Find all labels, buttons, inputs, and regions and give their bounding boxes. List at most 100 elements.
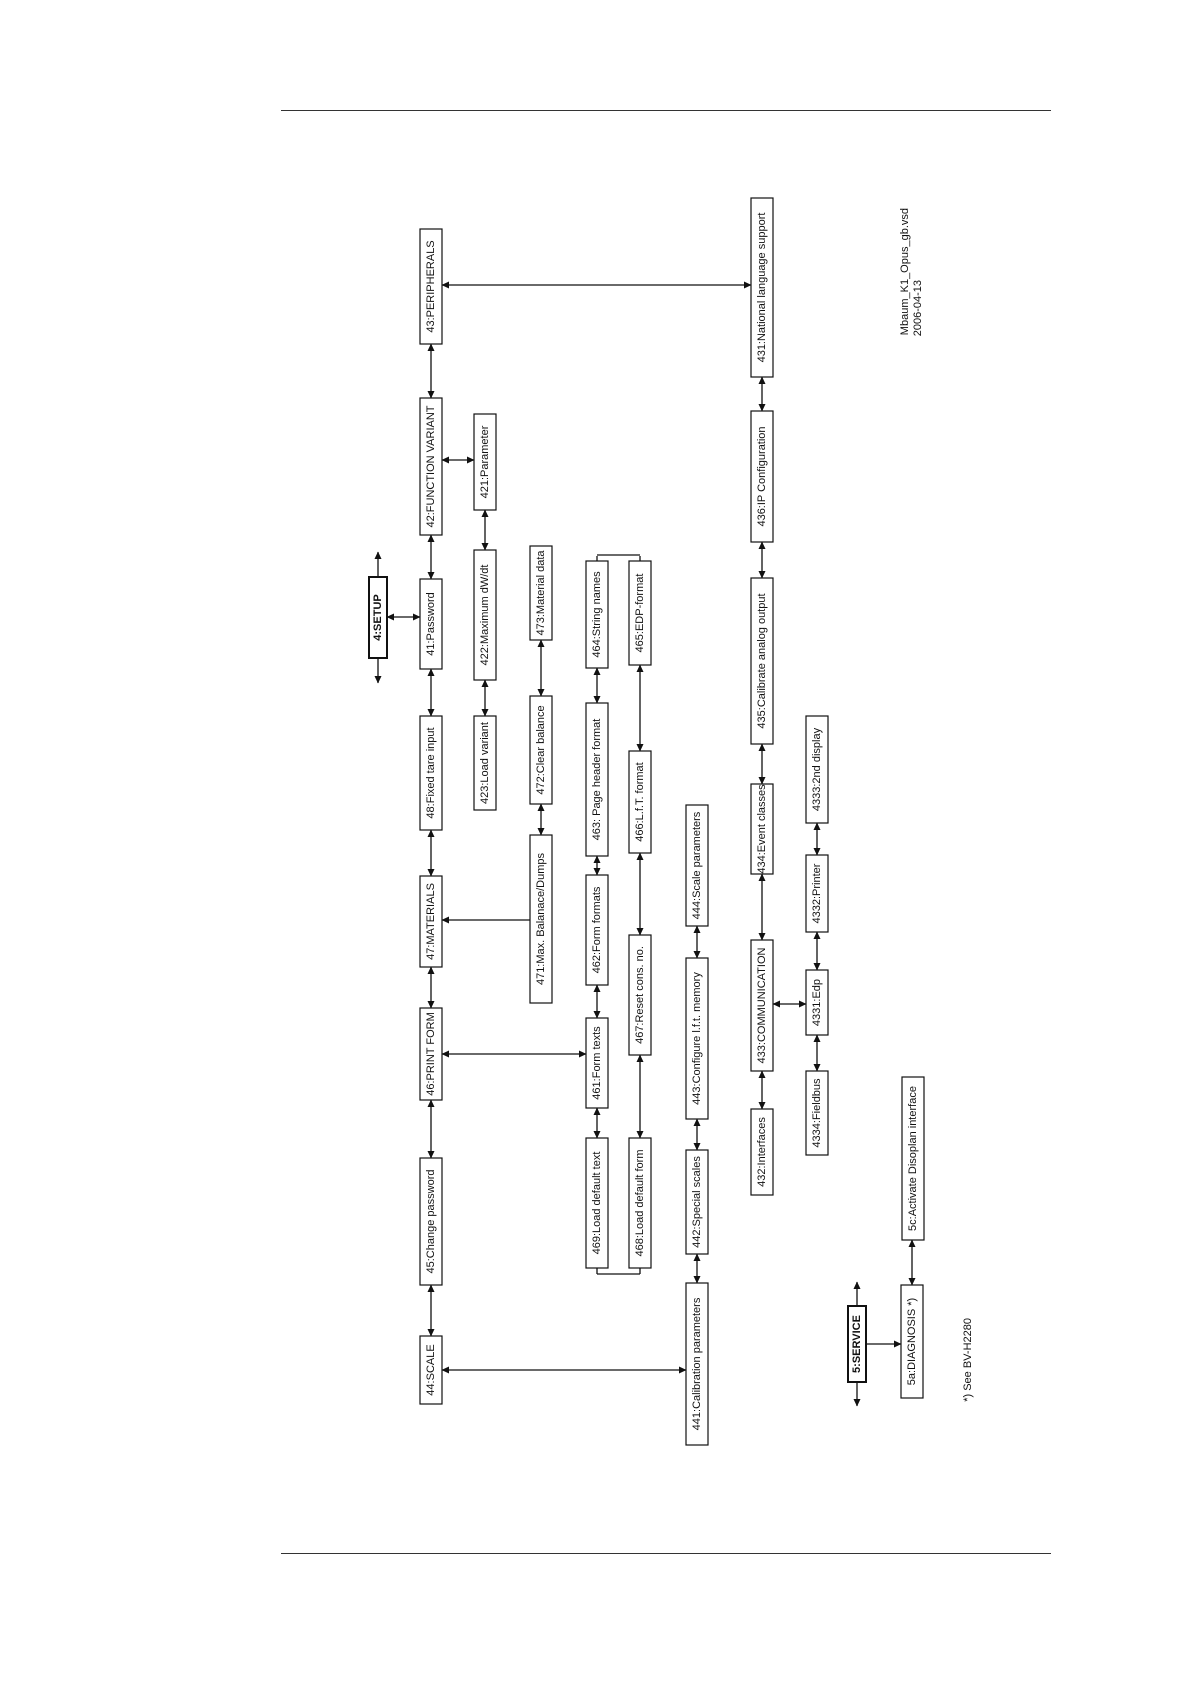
menu-node-ip-config: 436:IP Configuration xyxy=(750,410,774,543)
node-label: 4332:Printer xyxy=(811,863,823,923)
menu-node-function-variant: 42:FUNCTION VARIANT xyxy=(419,397,443,536)
menu-node-lft-format: 466:L.f.T. format xyxy=(628,750,652,854)
menu-node-service: 5:SERVICE xyxy=(847,1305,867,1383)
node-frame xyxy=(473,549,497,681)
node-label: 469:Load default text xyxy=(591,1152,603,1255)
menu-node-load-default-form: 468:Load default form xyxy=(628,1137,652,1269)
node-label: 473:Material data xyxy=(535,550,547,636)
menu-node-printer: 4332:Printer xyxy=(805,854,829,933)
menu-node-load-variant: 423:Load variant xyxy=(473,715,497,811)
menu-node-load-default-text: 469:Load default text xyxy=(585,1137,609,1269)
node-label: 435:Calibrate analog output xyxy=(756,593,768,728)
node-frame xyxy=(805,854,829,933)
node-label: 4:SETUP xyxy=(372,594,384,640)
menu-node-scale-parameters: 444:Scale parameters xyxy=(685,804,709,927)
node-frame xyxy=(585,560,609,669)
node-label: 422:Maximum dW/dt xyxy=(479,565,491,666)
node-frame xyxy=(585,1137,609,1269)
node-frame xyxy=(685,1149,709,1255)
node-frame xyxy=(473,715,497,811)
node-label: 42:FUNCTION VARIANT xyxy=(425,405,437,527)
menu-node-fieldbus: 4334:Fieldbus xyxy=(805,1070,829,1156)
node-frame xyxy=(585,702,609,857)
node-label: 43:PERIPHERALS xyxy=(425,240,437,332)
node-label: 466:L.f.T. format xyxy=(634,762,646,841)
node-label: 432:Interfaces xyxy=(756,1117,768,1187)
menu-node-password: 41:Password xyxy=(419,578,443,670)
node-frame xyxy=(750,783,774,875)
node-label: 47:MATERIALS xyxy=(425,883,437,960)
menu-node-configure-lft: 443:Configure l.f.t. memory xyxy=(685,957,709,1120)
node-frame xyxy=(750,1108,774,1196)
menu-node-event-classes: 434:Event classes xyxy=(750,783,774,875)
node-frame xyxy=(750,197,774,378)
node-frame xyxy=(473,413,497,511)
node-frame xyxy=(419,578,443,670)
menu-node-materials: 47:MATERIALS xyxy=(419,875,443,968)
node-frame xyxy=(585,874,609,986)
node-frame xyxy=(419,228,443,345)
node-frame xyxy=(805,969,829,1036)
node-frame xyxy=(685,1282,709,1446)
menu-node-edp: 4331:Edp xyxy=(805,969,829,1036)
node-label: 5c:Activate Disoplan interface xyxy=(907,1086,919,1231)
menu-node-form-formats: 462:Form formats xyxy=(585,874,609,986)
boxes: 4:SETUP 43:PERIPHERALS 42:FUNCTION VARIANT… xyxy=(368,197,925,1446)
node-label: 467:Reset cons. no. xyxy=(634,946,646,1044)
menu-node-diagnosis: 5a:DIAGNOSIS *) xyxy=(900,1284,924,1399)
node-label: 41:Password xyxy=(425,592,437,656)
menu-node-print-form: 46:PRINT FORM xyxy=(419,1007,443,1101)
node-frame xyxy=(529,545,553,641)
menu-node-form-texts: 461:Form texts xyxy=(585,1017,609,1109)
menu-node-page-header: 463: Page header format xyxy=(585,702,609,857)
node-frame xyxy=(628,1137,652,1269)
node-label: 472:Clear balance xyxy=(535,705,547,794)
node-frame xyxy=(628,560,652,666)
menu-node-reset-cons: 467:Reset cons. no. xyxy=(628,934,652,1056)
node-frame xyxy=(419,1157,443,1286)
menu-node-clear-balance: 472:Clear balance xyxy=(529,695,553,805)
node-frame xyxy=(847,1305,867,1383)
node-label: 444:Scale parameters xyxy=(691,811,703,919)
node-label: 5a:DIAGNOSIS *) xyxy=(906,1298,918,1385)
node-label: 45:Change password xyxy=(425,1170,437,1274)
menu-node-scale: 44:SCALE xyxy=(419,1335,443,1405)
node-frame xyxy=(529,695,553,805)
connectors xyxy=(374,281,916,1407)
menu-node-max-balance: 471:Max. Balanace/Dumps xyxy=(529,834,553,1004)
menu-node-max-dwdt: 422:Maximum dW/dt xyxy=(473,549,497,681)
node-label: 462:Form formats xyxy=(591,886,603,973)
node-label: 465:EDP-format xyxy=(634,574,646,653)
node-label: 441:Calibration parameters xyxy=(691,1297,703,1430)
node-frame xyxy=(419,1007,443,1101)
node-label: 46:PRINT FORM xyxy=(425,1012,437,1096)
node-frame xyxy=(750,939,774,1072)
node-label: 464:String names xyxy=(591,571,603,658)
file-date-note: 2006-04-13 xyxy=(912,280,924,336)
node-frame xyxy=(628,750,652,854)
node-frame xyxy=(529,834,553,1004)
node-frame xyxy=(750,410,774,543)
menu-node-special-scales: 442:Special scales xyxy=(685,1149,709,1255)
header-rule xyxy=(281,110,1051,111)
menu-node-national-lang: 431:National language support xyxy=(750,197,774,378)
node-label: 433:COMMUNICATION xyxy=(756,947,768,1063)
node-label: 468:Load default form xyxy=(634,1149,646,1256)
node-frame xyxy=(368,576,388,659)
menu-node-edp-format: 465:EDP-format xyxy=(628,560,652,666)
node-label: 44:SCALE xyxy=(425,1344,437,1395)
node-label: 431:National language support xyxy=(756,213,768,363)
node-frame xyxy=(419,397,443,536)
node-label: 434:Event classes xyxy=(756,784,768,874)
node-label: 443:Configure l.f.t. memory xyxy=(691,972,703,1105)
menu-node-material-data: 473:Material data xyxy=(529,545,553,641)
node-label: 471:Max. Balanace/Dumps xyxy=(535,852,547,985)
node-frame xyxy=(628,934,652,1056)
node-frame xyxy=(419,1335,443,1405)
node-frame xyxy=(585,1017,609,1109)
menu-node-activate-disoplan: 5c:Activate Disoplan interface xyxy=(901,1076,925,1241)
node-frame xyxy=(900,1284,924,1399)
menu-node-second-display: 4333:2nd display xyxy=(805,715,829,824)
node-frame xyxy=(901,1076,925,1241)
